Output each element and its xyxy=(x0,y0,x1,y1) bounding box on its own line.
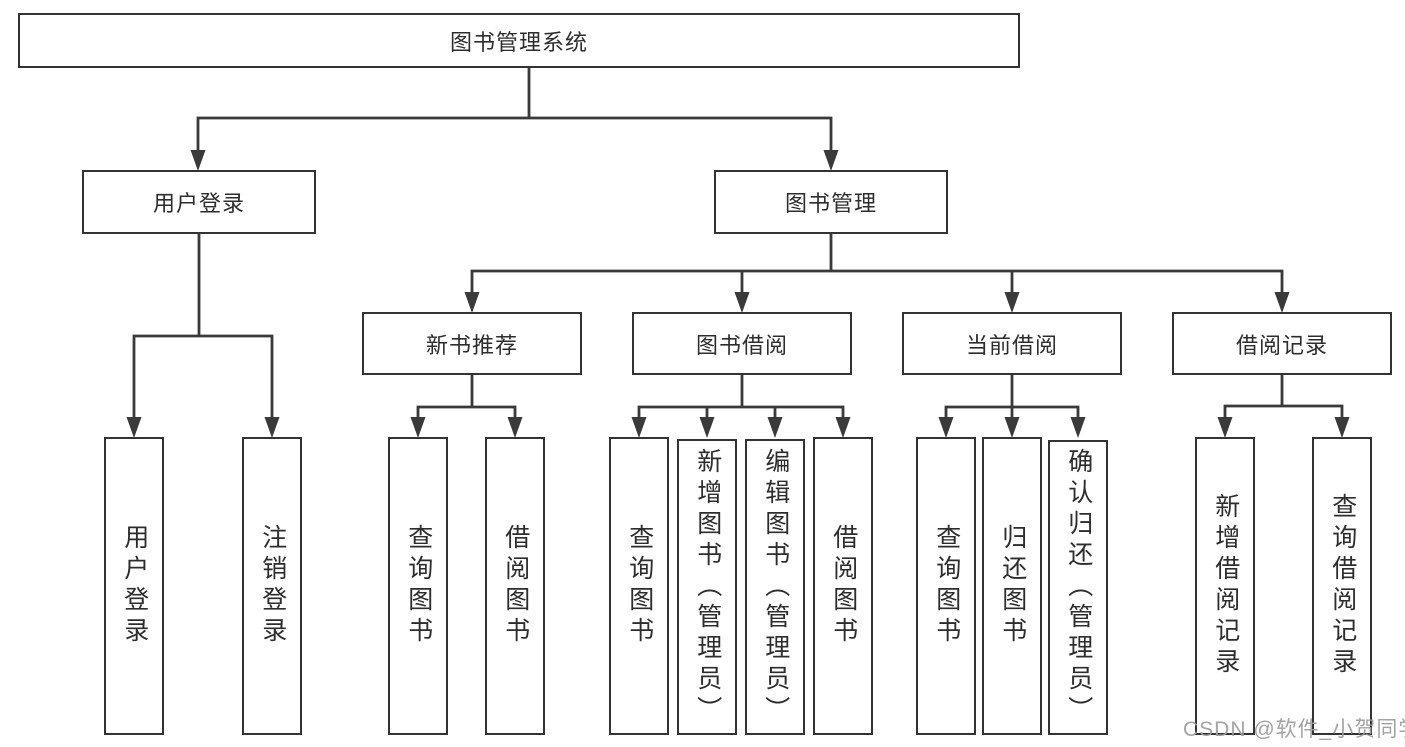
node-book-management: 图书管理 xyxy=(714,170,948,234)
leaf-add-books-admin: 新增图书（管理员） xyxy=(677,439,737,735)
node-borrow-records: 借阅记录 xyxy=(1172,312,1392,375)
leaf-label: 查询借阅记录 xyxy=(1328,493,1357,679)
leaf-label: 新增借阅记录 xyxy=(1211,493,1240,679)
leaf-label: 查询图书 xyxy=(932,524,961,648)
node-book-borrow: 图书借阅 xyxy=(632,312,852,375)
leaf-label: 借阅图书 xyxy=(501,524,530,648)
leaf-label: 确认归还（管理员） xyxy=(1064,448,1093,727)
leaf-label: 查询图书 xyxy=(404,524,433,648)
leaf-borrow-books: 借阅图书 xyxy=(485,437,545,735)
node-library-management-system: 图书管理系统 xyxy=(18,13,1020,68)
node-user-login: 用户登录 xyxy=(82,170,316,234)
leaf-label: 查询图书 xyxy=(625,524,654,648)
leaf-query-books: 查询图书 xyxy=(609,437,669,735)
leaf-add-borrow-record: 新增借阅记录 xyxy=(1195,437,1255,735)
node-current-borrow: 当前借阅 xyxy=(902,312,1122,375)
leaf-confirm-return-admin: 确认归还（管理员） xyxy=(1048,440,1108,735)
leaf-query-books: 查询图书 xyxy=(388,437,448,735)
leaf-query-borrow-record: 查询借阅记录 xyxy=(1312,437,1372,735)
leaf-label: 新增图书（管理员） xyxy=(693,447,722,727)
leaf-label: 借阅图书 xyxy=(829,524,858,648)
leaf-label: 归还图书 xyxy=(998,524,1027,648)
leaf-logout-login: 注销登录 xyxy=(242,437,302,735)
csdn-watermark: CSDN @软件_小贺同学 xyxy=(1183,718,1405,741)
leaf-label: 用户登录 xyxy=(120,524,149,648)
leaf-label: 注销登录 xyxy=(258,524,287,648)
arrowheads xyxy=(126,150,1350,438)
leaf-edit-books-admin: 编辑图书（管理员） xyxy=(745,439,805,735)
leaf-query-books: 查询图书 xyxy=(916,437,976,735)
node-new-book-recommend: 新书推荐 xyxy=(362,312,582,375)
leaf-label: 编辑图书（管理员） xyxy=(761,447,790,727)
leaf-borrow-books: 借阅图书 xyxy=(813,437,873,735)
leaf-user-login: 用户登录 xyxy=(104,437,164,735)
leaf-return-books: 归还图书 xyxy=(982,437,1042,735)
